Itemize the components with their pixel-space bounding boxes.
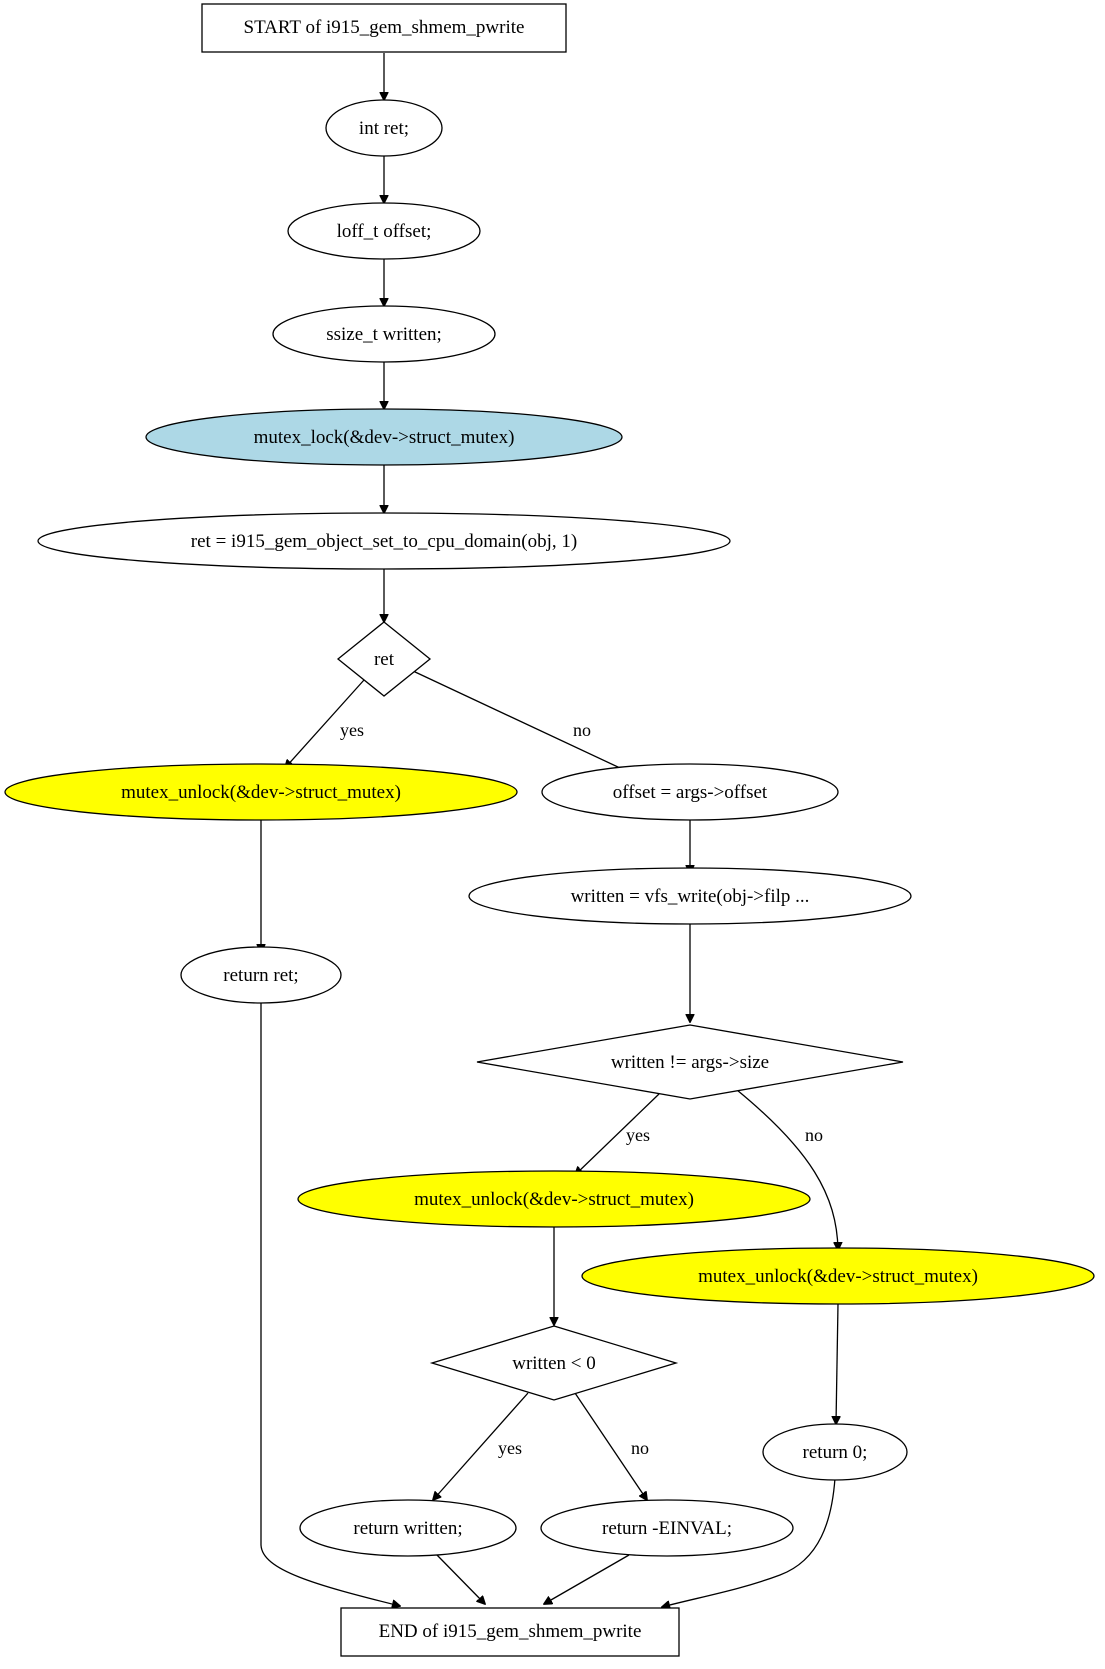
return-ret-node: return ret; <box>180 946 342 1004</box>
size-decision-node: written != args->size <box>476 1024 904 1100</box>
ret-decision-node: ret <box>336 621 432 697</box>
return-written-node: return written; <box>299 1499 517 1557</box>
edge-unlock3-to-return-zero <box>836 1303 838 1424</box>
negative-decision-label: written < 0 <box>512 1353 596 1374</box>
edge-label-ret-yes: yes <box>340 720 364 740</box>
end-node: END of i915_gem_shmem_pwrite <box>340 1607 680 1657</box>
set-cpu-domain-label: ret = i915_gem_object_set_to_cpu_domain(… <box>191 531 577 552</box>
set-cpu-domain-node: ret = i915_gem_object_set_to_cpu_domain(… <box>37 512 731 570</box>
return-einval-node: return -EINVAL; <box>540 1499 794 1557</box>
start-node-label: START of i915_gem_shmem_pwrite <box>244 17 525 38</box>
edge-label-size-yes: yes <box>626 1125 650 1145</box>
ssize-written-label: ssize_t written; <box>326 324 442 345</box>
edge-ret-no <box>412 670 635 775</box>
vfs-write-node: written = vfs_write(obj->filp ... <box>468 867 912 925</box>
vfs-write-label: written = vfs_write(obj->filp ... <box>571 886 810 907</box>
mutex-unlock-label-2: mutex_unlock(&dev->struct_mutex) <box>414 1189 694 1210</box>
mutex-lock-label: mutex_lock(&dev->struct_mutex) <box>254 427 515 448</box>
mutex-unlock-node-3: mutex_unlock(&dev->struct_mutex) <box>581 1247 1095 1305</box>
return-zero-label: return 0; <box>803 1442 868 1463</box>
negative-decision-node: written < 0 <box>429 1325 679 1401</box>
edge-size-no <box>736 1089 838 1250</box>
ssize-written-node: ssize_t written; <box>272 305 496 363</box>
edge-label-neg-yes: yes <box>498 1438 522 1458</box>
edge-neg-no <box>574 1392 647 1500</box>
return-einval-label: return -EINVAL; <box>602 1518 732 1539</box>
mutex-lock-node: mutex_lock(&dev->struct_mutex) <box>145 408 623 466</box>
offset-assign-node: offset = args->offset <box>541 763 839 821</box>
start-node: START of i915_gem_shmem_pwrite <box>201 3 567 53</box>
edge-labels: yes no yes no yes no <box>340 720 823 1458</box>
end-node-label: END of i915_gem_shmem_pwrite <box>379 1621 642 1642</box>
edge-ret-yes <box>285 679 365 768</box>
edge-return-ret-to-end <box>260 1003 400 1606</box>
return-ret-label: return ret; <box>223 965 298 986</box>
int-ret-node: int ret; <box>325 99 443 157</box>
size-decision-label: written != args->size <box>611 1052 769 1073</box>
int-ret-label: int ret; <box>359 118 409 139</box>
edge-return-written-to-end <box>435 1553 485 1604</box>
loff-offset-label: loff_t offset; <box>337 221 432 242</box>
offset-assign-label: offset = args->offset <box>613 782 768 803</box>
return-written-label: return written; <box>353 1518 462 1539</box>
loff-offset-node: loff_t offset; <box>287 202 481 260</box>
edge-neg-yes <box>433 1392 529 1500</box>
mutex-unlock-node-1: mutex_unlock(&dev->struct_mutex) <box>4 763 518 821</box>
edge-label-size-no: no <box>805 1125 823 1145</box>
ret-decision-label: ret <box>374 649 395 670</box>
mutex-unlock-label-1: mutex_unlock(&dev->struct_mutex) <box>121 782 401 803</box>
return-zero-node: return 0; <box>762 1423 908 1481</box>
edge-return-einval-to-end <box>544 1554 630 1604</box>
edges <box>261 53 838 1607</box>
edge-return-zero-to-end <box>662 1477 836 1607</box>
mutex-unlock-label-3: mutex_unlock(&dev->struct_mutex) <box>698 1266 978 1287</box>
edge-size-yes <box>575 1093 660 1175</box>
edge-label-ret-no: no <box>573 720 591 740</box>
nodes: START of i915_gem_shmem_pwrite int ret; … <box>4 3 1095 1657</box>
mutex-unlock-node-2: mutex_unlock(&dev->struct_mutex) <box>297 1170 811 1228</box>
edge-label-neg-no: no <box>631 1438 649 1458</box>
